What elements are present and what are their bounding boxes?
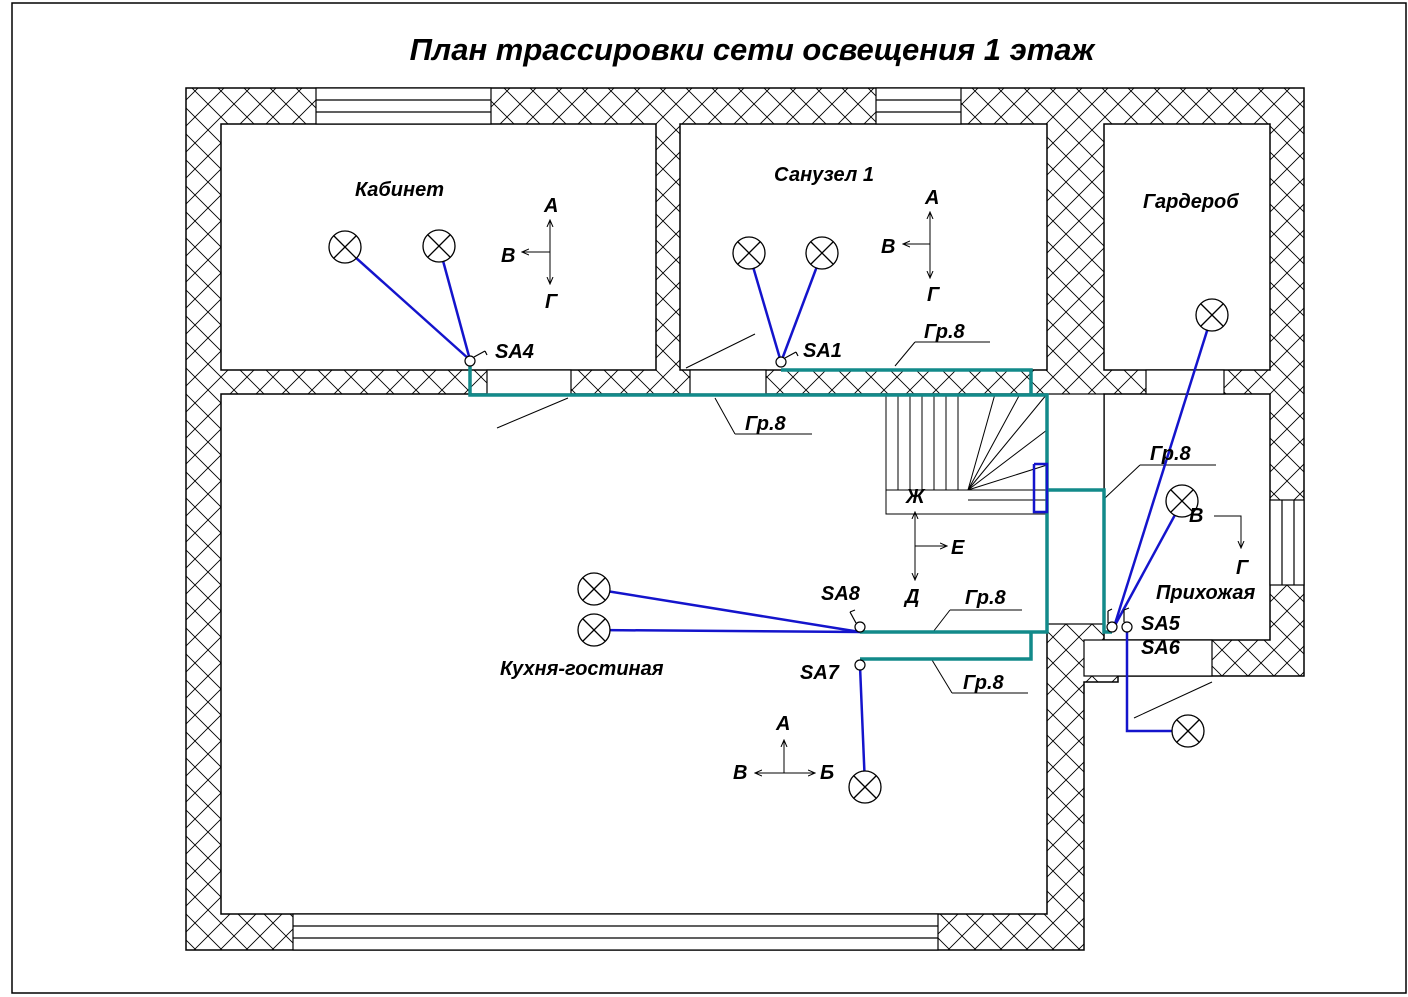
room-label-hallway: Прихожая	[1156, 582, 1255, 604]
switch-icon	[849, 609, 866, 633]
lamp-icon	[577, 613, 611, 647]
lamp-icon	[732, 236, 766, 270]
walls	[185, 87, 1305, 951]
switch-label-sa6: SA6	[1141, 637, 1181, 659]
group-label: Гр.8	[924, 321, 966, 343]
switch-icon	[1106, 608, 1118, 633]
windows	[292, 87, 1305, 951]
lamp-icon	[1165, 484, 1199, 518]
leader-lines	[496, 333, 1216, 719]
lamp-wiring	[344, 245, 1214, 787]
room-label-bathroom: Санузел 1	[774, 164, 874, 186]
switch-label-sa5: SA5	[1141, 613, 1181, 635]
letter-a: А	[543, 195, 558, 217]
letter-v: В	[501, 245, 515, 267]
sheet-border	[11, 2, 1407, 994]
switch-icon	[464, 350, 488, 367]
letter-v: В	[733, 762, 747, 784]
group-wire-main	[468, 366, 1049, 634]
group-wire-hall	[1047, 488, 1112, 634]
lamp-icon	[328, 230, 362, 264]
lamp-icon	[422, 229, 456, 263]
lamp-icon	[1195, 298, 1229, 332]
lamp-icon	[577, 572, 611, 606]
group-label: Гр.8	[963, 672, 1005, 694]
room-label-cabinet: Кабинет	[355, 179, 444, 201]
letter-g: Г	[927, 284, 941, 306]
room-label-wardrobe: Гардероб	[1143, 191, 1239, 213]
switch-label-sa8: SA8	[821, 583, 861, 605]
letter-v: В	[881, 236, 895, 258]
letter-b: Б	[820, 762, 834, 784]
letter-a: А	[924, 187, 939, 209]
lamp-icon	[848, 770, 882, 804]
staircase	[885, 393, 1048, 515]
door-openings	[486, 369, 1225, 677]
page-title: План трассировки сети освещения 1 этаж	[410, 32, 1097, 67]
group-wiring	[468, 366, 1112, 661]
switch-icon	[1121, 607, 1133, 633]
lamps	[328, 229, 1229, 804]
letter-zh: Ж	[905, 486, 926, 508]
switch-label-sa4: SA4	[495, 341, 534, 363]
switches	[464, 350, 1133, 671]
lamp-icon	[805, 236, 839, 270]
room-label-kitchen: Кухня-гостиная	[500, 658, 664, 680]
switch-icon	[775, 351, 799, 368]
letter-g: Г	[545, 291, 559, 313]
direction-arrows	[522, 212, 1241, 773]
letter-v: В	[1189, 505, 1203, 527]
group-label: Гр.8	[1150, 443, 1192, 465]
switch-label-sa7: SA7	[800, 662, 840, 684]
lamp-icon	[1171, 714, 1205, 748]
group-wire-lower	[860, 632, 1033, 661]
letter-a: А	[775, 713, 790, 735]
switch-icon	[854, 659, 866, 671]
group-label: Гр.8	[965, 587, 1007, 609]
letter-g: Г	[1236, 557, 1250, 579]
group-wire-bathroom	[781, 368, 1033, 395]
letter-e: Е	[951, 537, 965, 559]
group-label: Гр.8	[745, 413, 787, 435]
switch-label-sa1: SA1	[803, 340, 842, 362]
letter-d: Д	[903, 586, 919, 608]
